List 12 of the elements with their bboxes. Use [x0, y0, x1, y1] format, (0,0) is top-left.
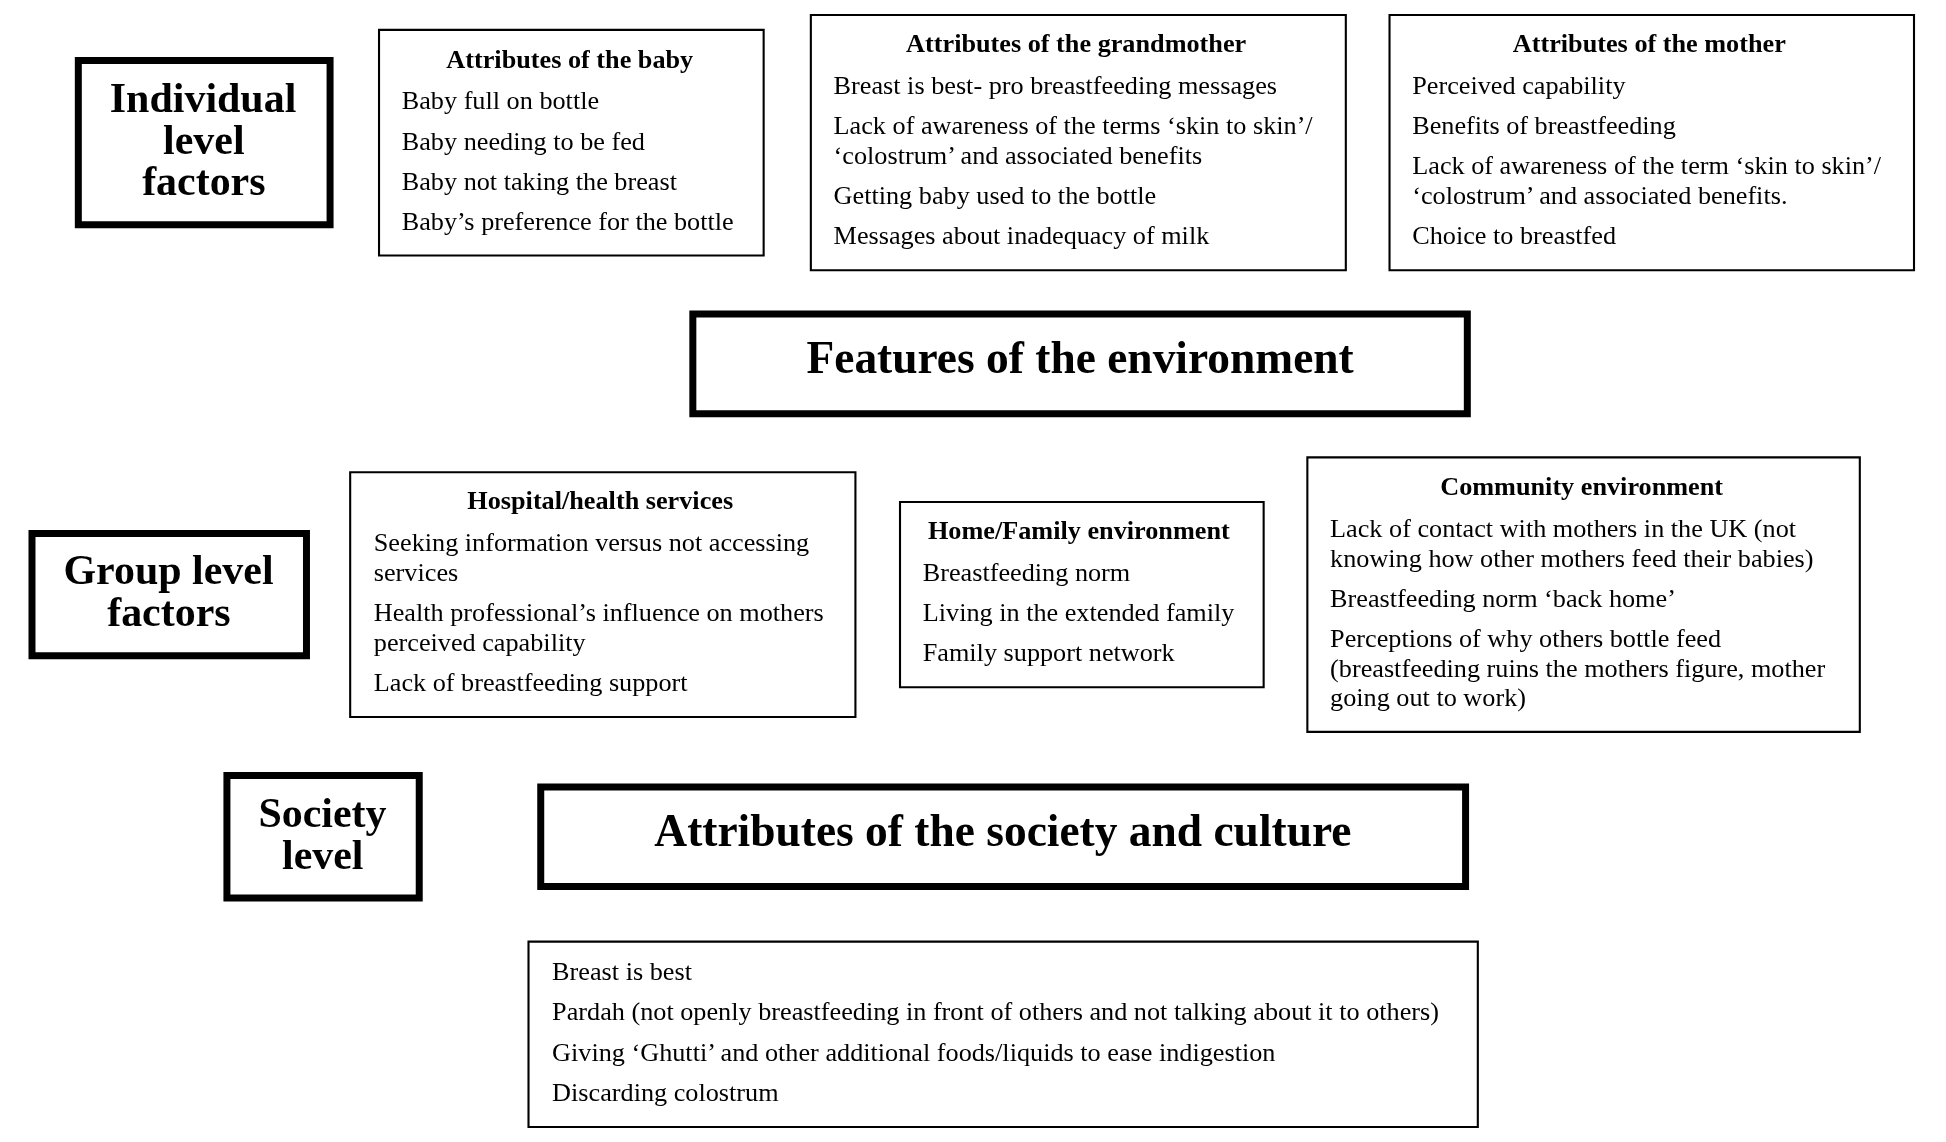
node-box: Attributes of the baby Baby full on bottle Baby needing to be fed Baby not taking the breast Baby’s preference for the bottle: [377, 28, 765, 257]
node-box: Attributes of the society and culture: [537, 783, 1470, 891]
node-box: Features of the environment: [689, 310, 1471, 418]
node-box: Hospital/health services Seeking information versus not accessing services Health professional’s influence on mothers perceived capability Lack of breastfeeding support: [349, 471, 857, 719]
node-box: Society level: [223, 772, 423, 902]
node-box: Breast is best Pardah (not openly breastfeeding in front of others and not talking about it to others) Giving ‘Ghutti’ and other additional foods/liquids to ease indigestion Discarding colostrum: [527, 940, 1479, 1128]
node-box: Home/Family environment Breastfeeding norm Living in the extended family Family support network: [898, 500, 1265, 689]
node-box: Attributes of the mother Perceived capability Benefits of breastfeeding Lack of awareness of the term ‘skin to skin’/ ‘colostrum’ and associated benefits. Choice to breastfed: [1388, 14, 1916, 272]
node-box: Attributes of the grandmother Breast is best- pro breastfeeding messages Lack of awareness of the terms ‘skin to skin’/ ‘colostrum’ and associated benefits Getting baby used to the bottle Messages about inadequacy of milk: [809, 14, 1347, 272]
node-box: Group level factors: [28, 529, 310, 660]
node-box: Community environment Lack of contact with mothers in the UK (not knowing how other mothers feed their babies) Breastfeeding norm ‘back home’ Perceptions of why others bottle feed (breastfeeding ruins the mothers figure, mother going out to work): [1306, 456, 1861, 733]
node-box: Individual level factors: [74, 57, 334, 229]
